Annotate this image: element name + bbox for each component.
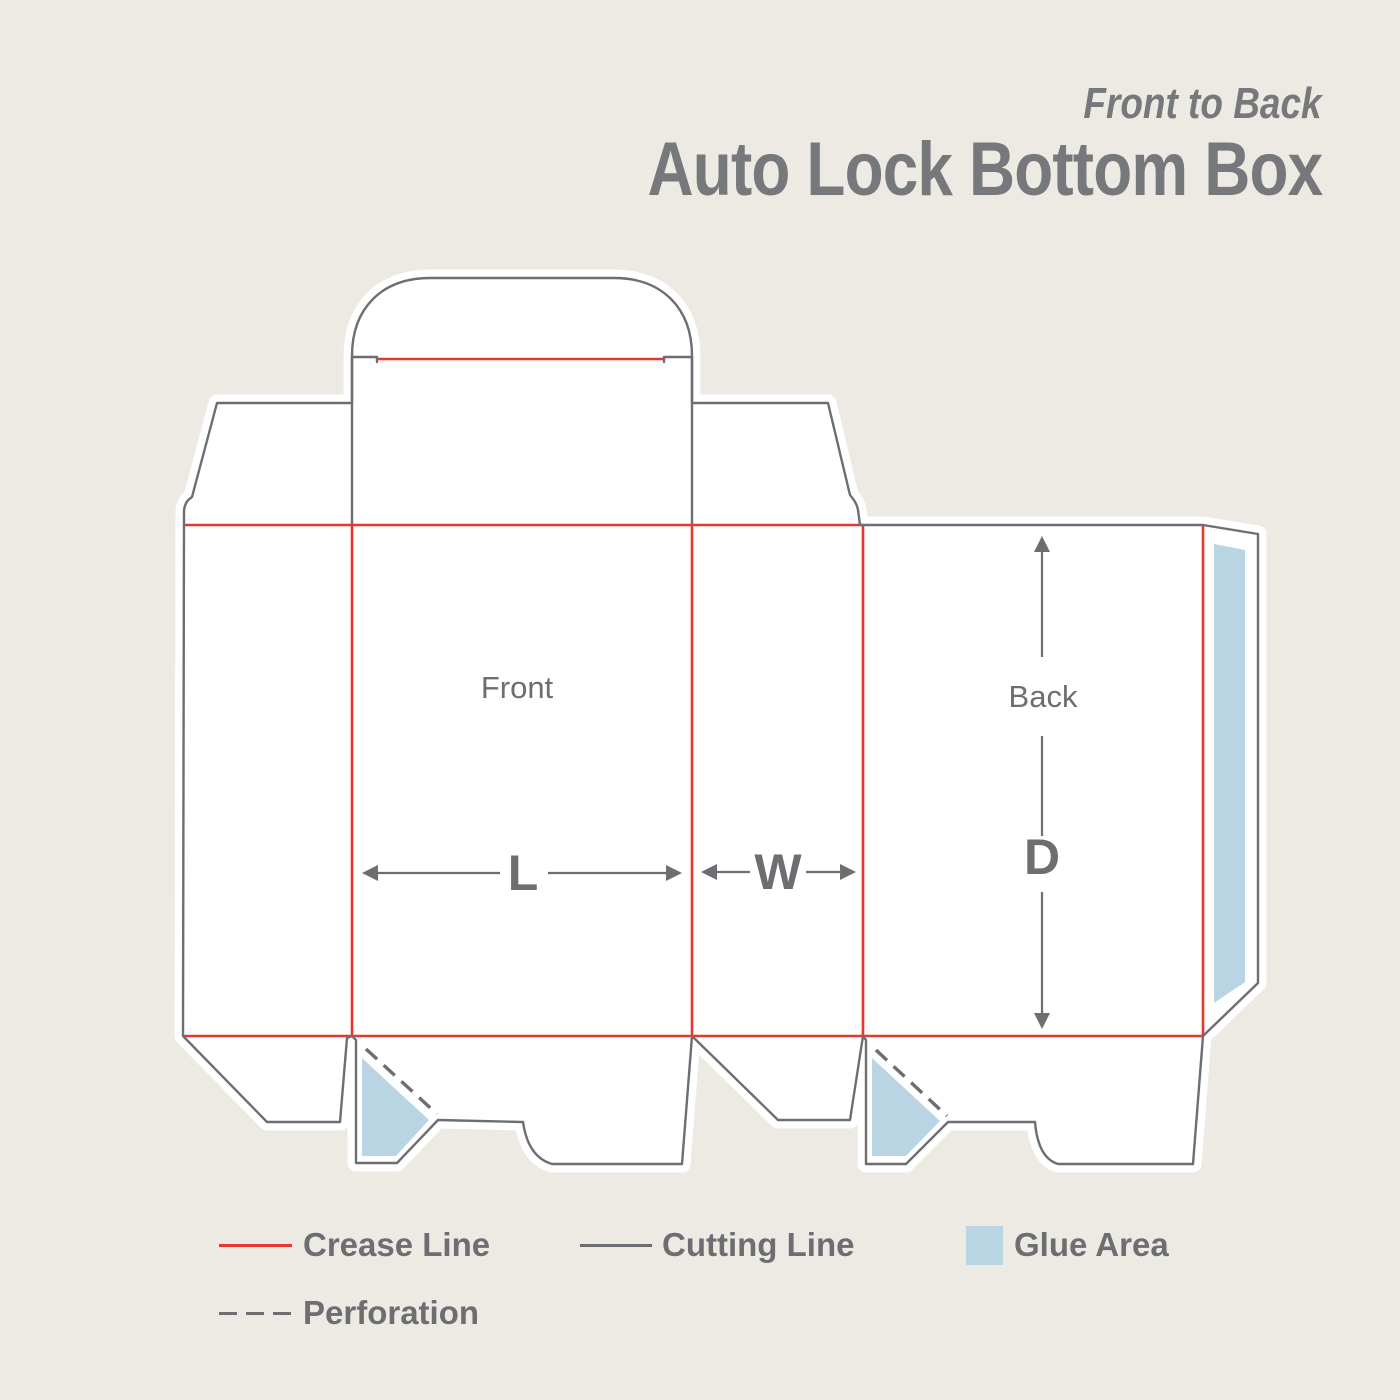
subtitle: Front to Back — [1083, 79, 1322, 128]
die-outline — [181, 276, 1260, 1166]
die-outline-halo — [174, 269, 1267, 1173]
length-arrowhead-left — [362, 865, 378, 881]
depth-arrowhead-bottom — [1034, 1013, 1050, 1029]
perforation-legend-label: Perforation — [303, 1294, 480, 1331]
perforation-right — [874, 1048, 949, 1118]
glue-area-legend-label: Glue Area — [1014, 1226, 1169, 1263]
width-arrowhead-right — [840, 864, 856, 880]
page-title: Auto Lock Bottom Box — [647, 127, 1323, 213]
depth-arrow: D — [1024, 536, 1060, 1029]
width-arrow: W — [701, 844, 856, 900]
glue-area-side-strip — [1214, 544, 1245, 1003]
title-block: Front to Back Auto Lock Bottom Box — [519, 79, 1323, 213]
tuck-notch-right — [662, 355, 694, 364]
cutting-line-swatch — [580, 1244, 652, 1247]
front-panel-label: Front — [481, 670, 554, 705]
width-label: W — [754, 844, 802, 900]
back-panel-label: Back — [1009, 679, 1078, 714]
depth-label: D — [1024, 829, 1060, 885]
length-arrow: L — [362, 845, 682, 901]
glue-area-right-lock-tab — [872, 1058, 940, 1156]
crease-line-swatch — [219, 1244, 292, 1247]
tuck-notch-left — [350, 355, 379, 364]
length-arrowhead-right — [666, 865, 682, 881]
perforation-swatch — [219, 1312, 295, 1315]
crease-line-legend-label: Crease Line — [303, 1226, 491, 1263]
glue-area-left-lock-tab — [362, 1058, 429, 1156]
length-label: L — [508, 845, 539, 901]
depth-arrowhead-top — [1034, 536, 1050, 552]
cutting-line-legend-label: Cutting Line — [662, 1226, 855, 1263]
perforation-left — [364, 1047, 439, 1116]
width-arrowhead-left — [701, 864, 717, 880]
glue-area-swatch — [966, 1226, 1003, 1265]
